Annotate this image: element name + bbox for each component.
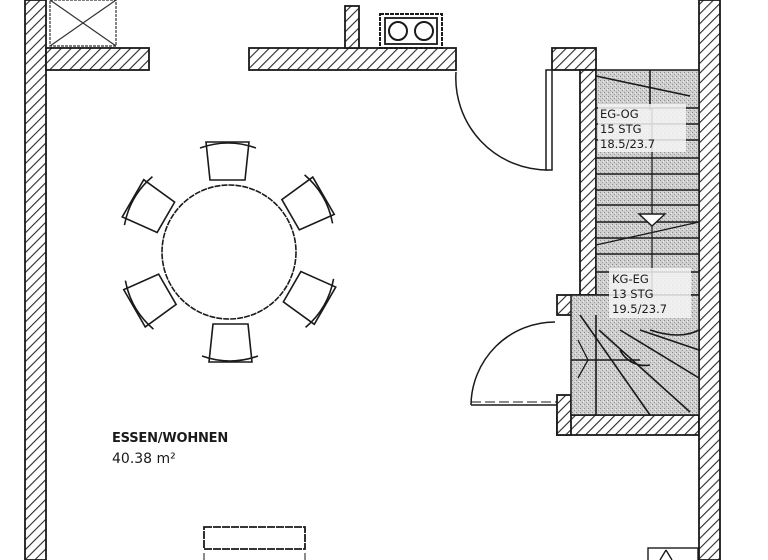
wall-top-right-stub [551, 47, 597, 71]
chair [122, 273, 178, 330]
sideboard [203, 526, 306, 560]
door-upper[interactable] [455, 69, 553, 171]
stair-kg-eg-steps: 13 STG [612, 287, 654, 301]
shaft [49, 0, 117, 47]
wall-stair-bottom [556, 414, 700, 436]
door-jamb-lower [556, 394, 572, 436]
stair-kg-eg-ratio: 19.5/23.7 [612, 302, 667, 316]
stair-eg-og-label: EG-OG [600, 107, 639, 121]
stair-kg-eg-label: KG-EG [612, 272, 649, 286]
chair [280, 174, 336, 231]
wall-stair-left [579, 69, 597, 296]
stair-area-upper [595, 69, 700, 296]
stair-eg-og-ratio: 18.5/23.7 [600, 137, 655, 151]
stair-eg-og-steps: 15 STG [600, 122, 642, 136]
chair [201, 323, 259, 363]
round-table [161, 184, 297, 320]
double-burner-icon [379, 13, 443, 49]
chair [121, 176, 176, 234]
staircase: EG-OG 15 STG 18.5/23.7 KG-EG 13 STG 19.5… [570, 69, 700, 416]
dining-set [121, 141, 337, 363]
room-name: ESSEN/WOHNEN [112, 431, 228, 446]
wall-left [24, 0, 47, 560]
chair [199, 141, 257, 181]
door-lower[interactable] [470, 321, 557, 406]
stair-direction-arrow-icon [637, 213, 667, 227]
chimney-pillar [344, 5, 360, 49]
chair [282, 270, 337, 328]
wall-top-left [45, 47, 150, 71]
wall-right [698, 0, 721, 560]
room-area: 40.38 m² [112, 451, 176, 467]
corner-furniture [647, 547, 699, 560]
wall-top-middle [248, 47, 457, 71]
